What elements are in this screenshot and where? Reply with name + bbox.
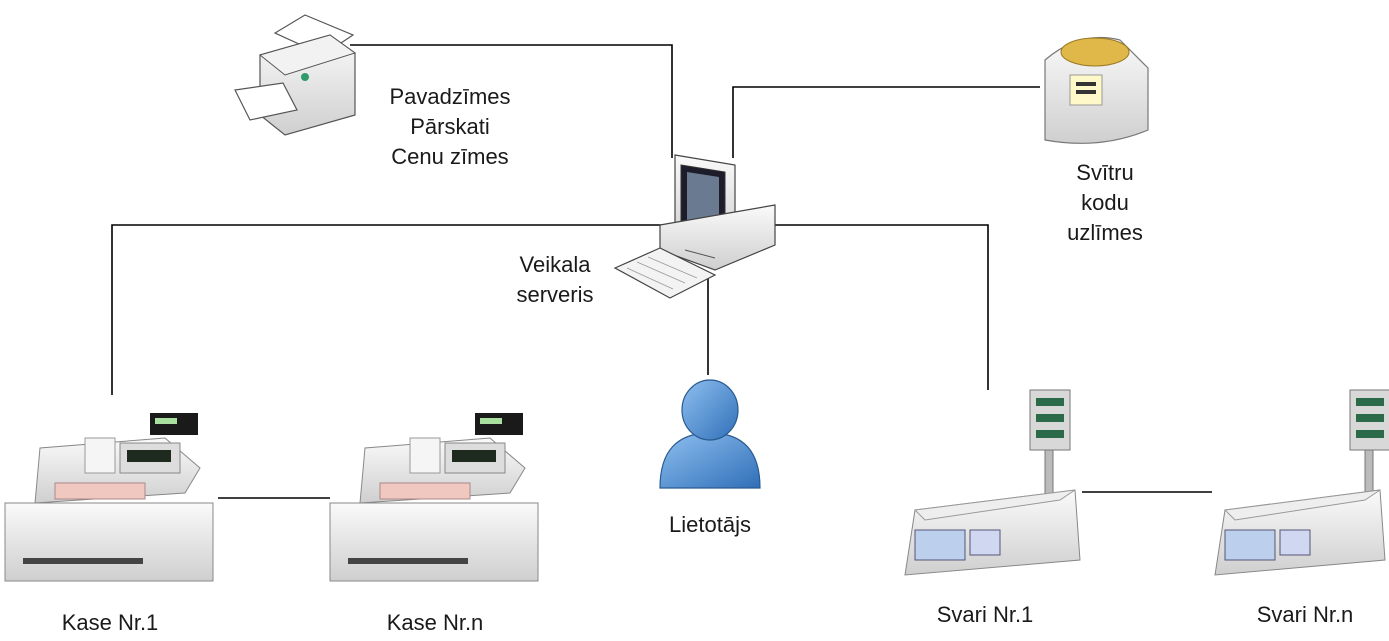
server-label-line-1: Veikala (519, 252, 591, 277)
server-label-line-2: serveris (516, 282, 594, 307)
cash-register-n-icon (329, 413, 539, 582)
printer-label-line-1: Pavadzīmes (389, 84, 511, 109)
label-printer-label: Svītru kodu uzlīmes (1045, 158, 1165, 248)
scale-n-icon (1214, 389, 1389, 576)
connection-lines (111, 44, 1212, 499)
link-printer-server (350, 44, 673, 158)
printer-label: Pavadzīmes Pārskati Cenu zīmes (360, 82, 540, 172)
register-1-label: Kase Nr.1 (61, 610, 159, 635)
user-label: Lietotājs (669, 512, 751, 537)
scale-1-label: Svari Nr.1 (936, 602, 1034, 627)
label-printer-label-line-3: uzlīmes (1067, 220, 1143, 245)
label-printer-label-line-1: Svītru (1076, 160, 1134, 185)
scale-1-icon (904, 389, 1081, 576)
label-printer-label-line-2: kodu (1081, 190, 1129, 215)
user-icon (659, 379, 761, 489)
link-server-register (111, 224, 745, 395)
office-printer-icon (234, 14, 357, 136)
scale-n-label: Svari Nr.n (1256, 602, 1354, 627)
label-printer-icon (1044, 37, 1149, 144)
link-labelprinter-server (732, 86, 1040, 158)
cash-register-1-icon (4, 413, 214, 582)
server-label: Veikala serveris (495, 250, 615, 310)
printer-label-line-3: Cenu zīmes (391, 144, 509, 169)
desktop-computer-icon (613, 154, 776, 299)
link-server-scale (745, 224, 989, 390)
printer-label-line-2: Pārskati (410, 114, 490, 139)
register-n-label: Kase Nr.n (386, 610, 484, 635)
